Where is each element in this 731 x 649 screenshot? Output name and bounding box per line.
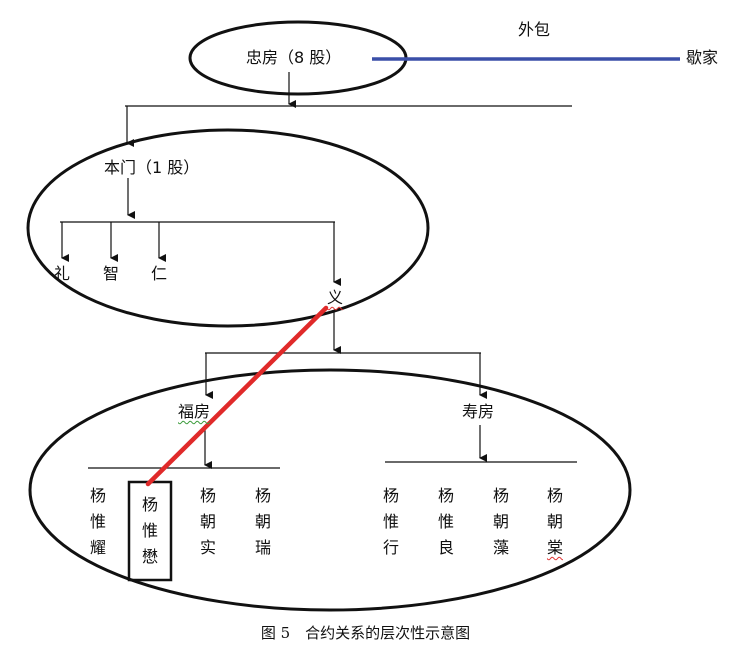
- label-yi: 义: [327, 288, 344, 307]
- label-li: 礼: [54, 264, 71, 283]
- label-benmen: 本门（1 股）: [104, 158, 200, 177]
- person-yang-weixing: 杨惟行: [382, 486, 399, 557]
- person-yang-weimao: 杨惟懋: [141, 495, 158, 566]
- person-yang-chaorui: 杨朝瑞: [254, 486, 271, 557]
- label-waibao: 外包: [518, 20, 551, 39]
- person-yang-chaoshi: 杨朝实: [199, 486, 216, 557]
- label-shoufang: 寿房: [462, 402, 495, 421]
- person-yang-weiyao: 杨惟耀: [89, 486, 106, 557]
- person-yang-weiliang: 杨惟良: [437, 486, 454, 557]
- label-ren: 仁: [151, 264, 168, 283]
- label-zhi: 智: [103, 264, 120, 283]
- person-yang-chaotang: 杨朝棠: [546, 486, 563, 557]
- contract-line-red: [145, 305, 329, 487]
- label-zhongfang: 忠房（8 股）: [246, 48, 342, 67]
- figure-caption: 图 5 合约关系的层次性示意图: [260, 624, 471, 642]
- label-xiejia: 歇家: [686, 48, 719, 67]
- person-yang-chaozao: 杨朝藻: [492, 486, 509, 557]
- ellipse-lower: [28, 368, 632, 612]
- ellipse-benmen: [26, 128, 430, 328]
- label-fufang: 福房: [178, 402, 211, 421]
